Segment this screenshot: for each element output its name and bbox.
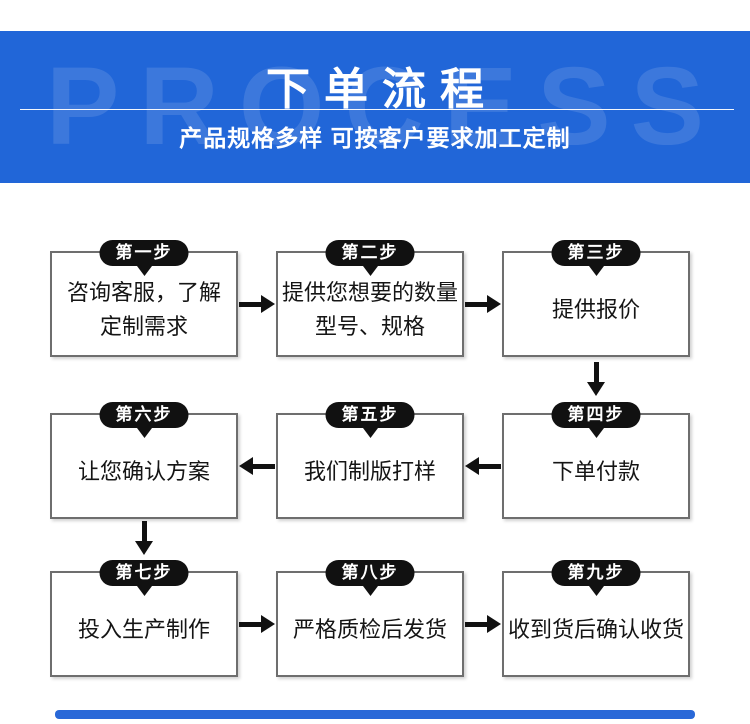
arrow-right-icon	[239, 295, 275, 313]
step-text-1: 咨询客服，了解 定制需求	[66, 280, 221, 339]
arrow-right-icon	[239, 615, 275, 633]
step-badge-3: 第三步	[551, 240, 641, 276]
step-text-2: 提供您想要的数量 型号、规格	[281, 280, 458, 339]
step-box-9: 第九步 收到货后确认收货	[502, 560, 690, 677]
step-badge-6: 第六步	[99, 402, 189, 438]
step-text-6: 让您确认方案	[77, 459, 210, 484]
step-badge-4: 第四步	[551, 402, 641, 438]
step-box-6: 第六步 让您确认方案	[50, 402, 238, 519]
step-text-7: 投入生产制作	[77, 617, 210, 642]
step-text-3: 提供报价	[551, 297, 640, 322]
step-badge-8: 第八步	[325, 560, 415, 596]
arrow-right-icon	[465, 295, 501, 313]
step-badge-9: 第九步	[551, 560, 641, 596]
banner-subtitle: 产品规格多样 可按客户要求加工定制	[179, 125, 571, 151]
arrow-left-icon	[239, 457, 275, 475]
step-box-7: 第七步 投入生产制作	[50, 560, 238, 677]
step-badge-1: 第一步	[99, 240, 189, 276]
step-box-1: 第一步 咨询客服，了解 定制需求	[50, 240, 238, 357]
step-box-3: 第三步 提供报价	[502, 240, 690, 357]
arrow-left-icon	[465, 457, 501, 475]
step-badge-7: 第七步	[99, 560, 189, 596]
banner: P R O C E S S 下单流程 产品规格多样 可按客户要求加工定制	[0, 31, 750, 183]
step-box-2: 第二步 提供您想要的数量 型号、规格	[276, 240, 464, 357]
step-box-4: 第四步 下单付款	[502, 402, 690, 519]
page-title: 下单流程	[266, 65, 498, 114]
arrow-right-icon	[465, 615, 501, 633]
step-badge-5: 第五步	[325, 402, 415, 438]
step-text-9: 收到货后确认收货	[507, 617, 684, 642]
step-badge-2: 第二步	[325, 240, 415, 276]
arrow-down-icon	[135, 521, 153, 555]
step-box-8: 第八步 严格质检后发货	[276, 560, 464, 677]
step-text-4: 下单付款	[551, 459, 640, 484]
title-divider	[20, 109, 734, 110]
step-text-8: 严格质检后发货	[292, 617, 447, 642]
step-text-5: 我们制版打样	[303, 459, 436, 484]
arrow-down-icon	[587, 362, 605, 396]
step-box-5: 第五步 我们制版打样	[276, 402, 464, 519]
bottom-accent-bar	[55, 710, 695, 719]
